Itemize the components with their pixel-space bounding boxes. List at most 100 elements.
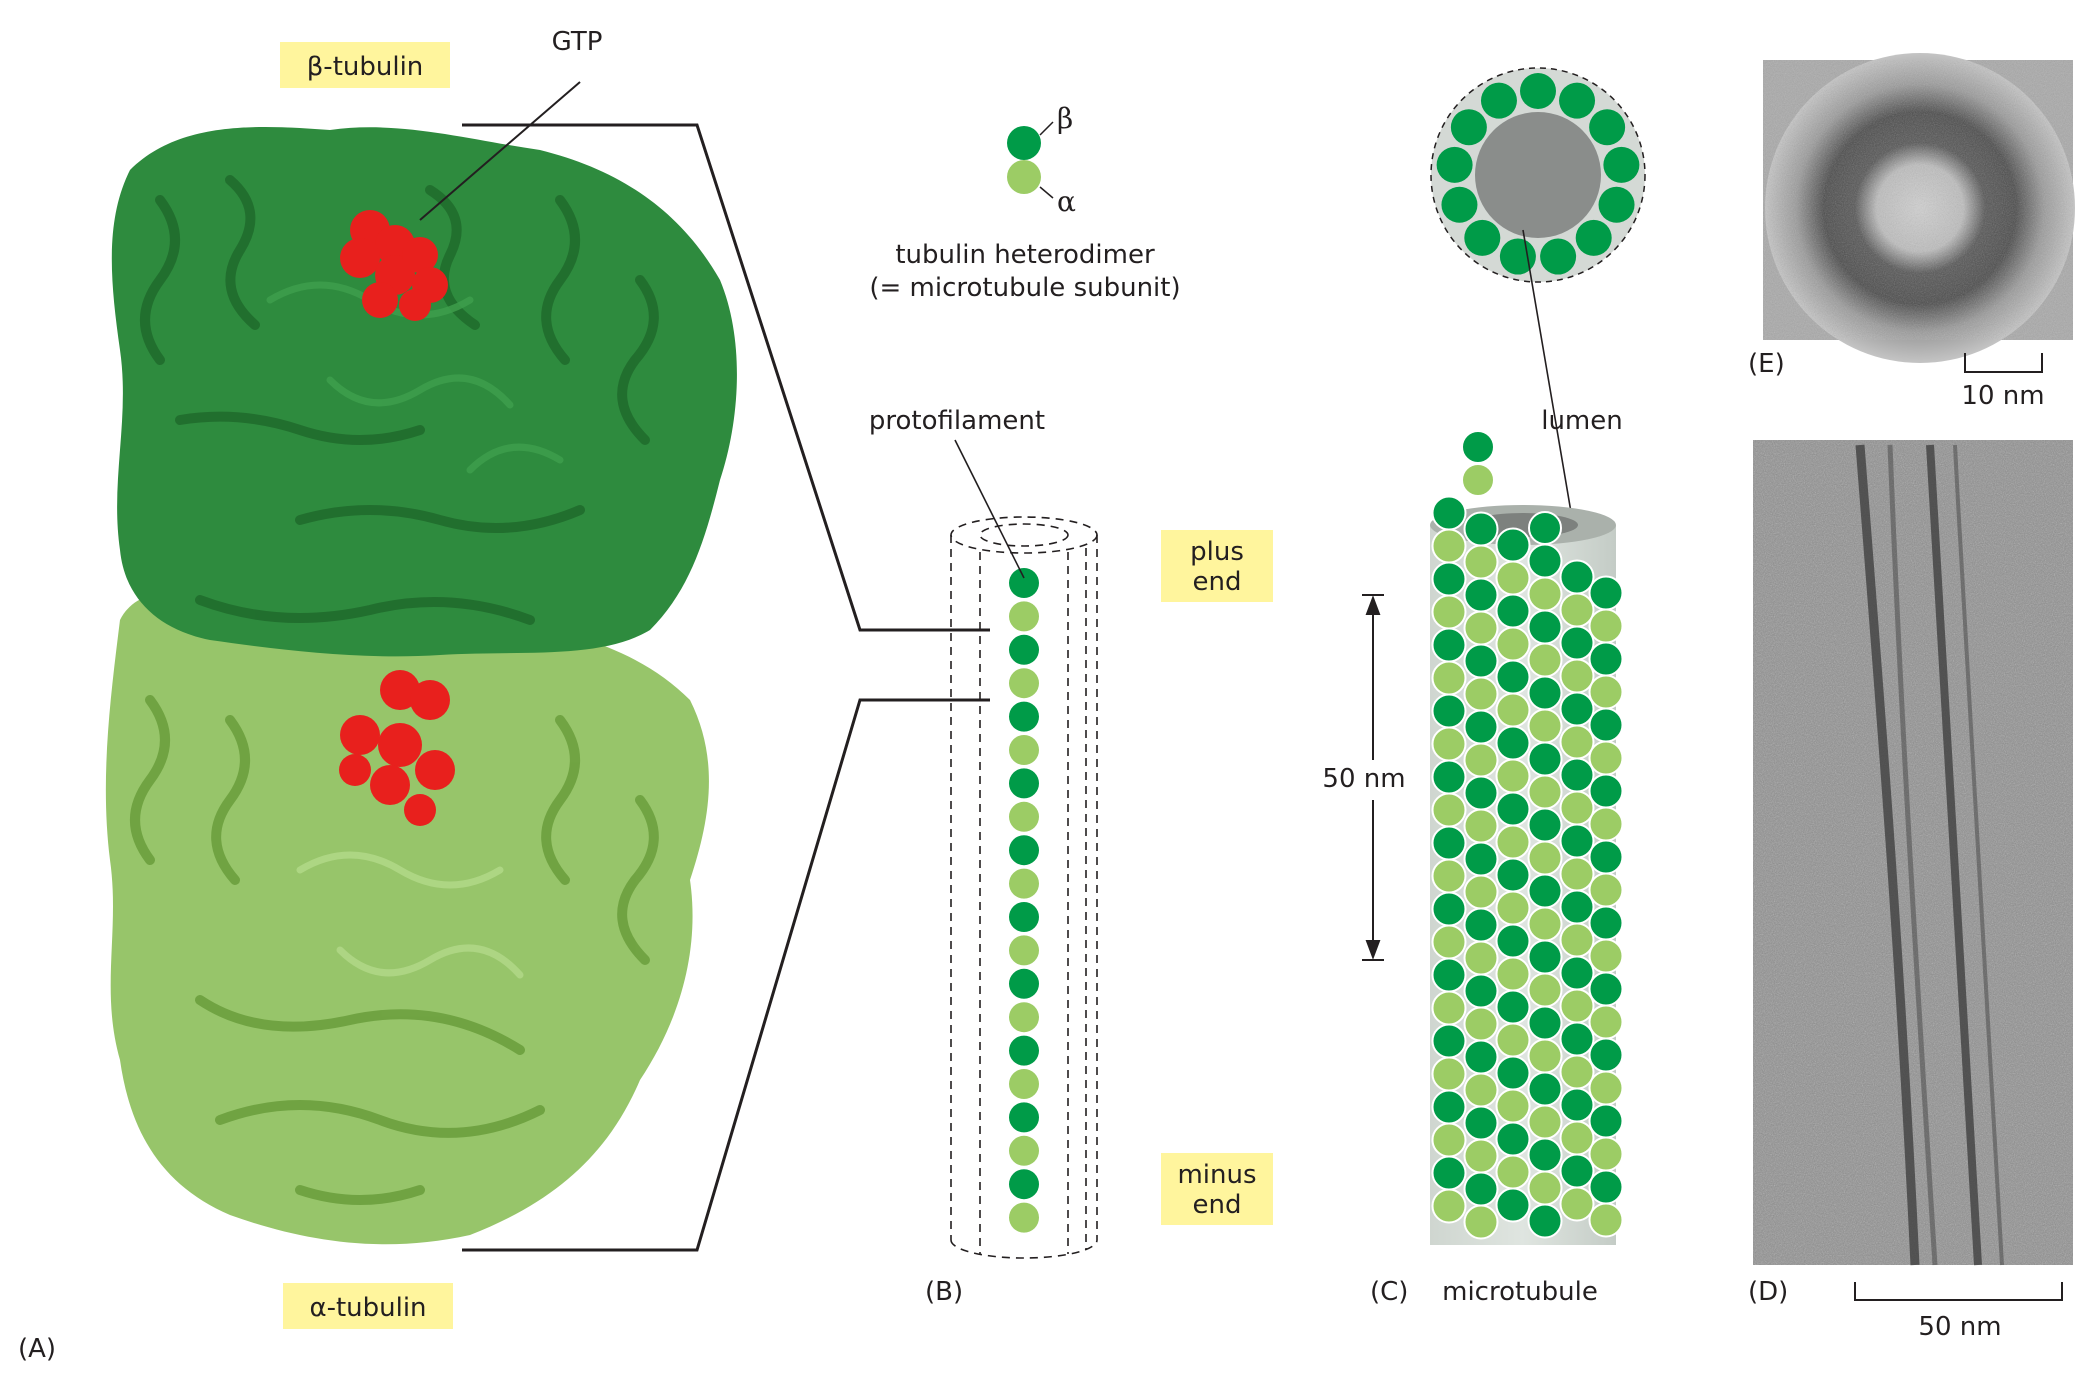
em-cross-section-micrograph [1763, 53, 2075, 363]
alpha-subunit [1527, 774, 1563, 810]
beta-subunit [1559, 889, 1595, 925]
panel-c-label: (C) [1370, 1277, 1408, 1307]
beta-subunit [1495, 989, 1531, 1025]
heterodimer-label-line2: (= microtubule subunit) [869, 273, 1180, 303]
alpha-subunit [1495, 890, 1531, 926]
scale-label-10nm: 10 nm [1961, 381, 2044, 411]
alpha-subunit [1559, 1054, 1595, 1090]
alpha-subunit [1009, 935, 1039, 966]
alpha-subunit [1588, 938, 1624, 974]
alpha-subunit [1559, 1120, 1595, 1156]
beta-subunit [1463, 1105, 1499, 1141]
plus-end-label-bg [1161, 530, 1273, 602]
lumen-label: lumen [1541, 406, 1623, 436]
beta-subunit [1495, 527, 1531, 563]
beta-subunit [1009, 902, 1039, 932]
alpha-subunit [1495, 1088, 1531, 1124]
beta-subunit [1463, 907, 1499, 943]
alpha-subunit [1495, 1154, 1531, 1190]
beta-tubulin-label-bg [280, 42, 450, 88]
beta-subunit [1463, 1171, 1499, 1207]
beta-subunit [1559, 1021, 1595, 1057]
alpha-subunit [1463, 1138, 1499, 1174]
beta-subunit [1495, 1121, 1531, 1157]
alpha-subunit [1588, 674, 1624, 710]
alpha-subunit [1588, 1070, 1624, 1106]
alpha-subunit [1009, 1202, 1039, 1233]
alpha-subunit [1527, 840, 1563, 876]
protofilament-tube-outline [950, 516, 1098, 1259]
beta-symbol: β [1057, 102, 1073, 135]
alpha-subunit [1559, 724, 1595, 760]
alpha-subunit [1559, 1186, 1595, 1222]
ring-subunit [1480, 82, 1517, 119]
ring-subunit [1499, 238, 1536, 275]
beta-subunit [1527, 1005, 1563, 1041]
alpha-subunit [1009, 601, 1039, 632]
beta-subunit [1431, 693, 1467, 729]
alpha-subunit [1431, 924, 1467, 960]
beta-subunit [1495, 857, 1531, 893]
ring-subunit [1603, 146, 1640, 183]
beta-subunit [1431, 561, 1467, 597]
microtubule-label: microtubule [1442, 1277, 1598, 1307]
beta-subunit [1431, 1023, 1467, 1059]
beta-subunit [1009, 701, 1039, 732]
microtubule-cross-section [1430, 67, 1646, 283]
beta-subunit [1588, 1103, 1624, 1139]
beta-subunit [1527, 873, 1563, 909]
beta-subunit [1527, 807, 1563, 843]
alpha-subunit [1559, 922, 1595, 958]
beta-subunit [1527, 1071, 1563, 1107]
ring-subunit [1450, 109, 1487, 146]
beta-subunit [1588, 1037, 1624, 1073]
beta-subunit [1495, 659, 1531, 695]
alpha-subunit [1588, 872, 1624, 908]
beta-subunit [1009, 768, 1039, 799]
alpha-subunit [1527, 642, 1563, 678]
beta-subunit [1588, 1169, 1624, 1205]
alpha-subunit [1588, 1202, 1624, 1238]
panel-d-label: (D) [1748, 1277, 1788, 1307]
alpha-subunit [1009, 1069, 1039, 1099]
alpha-subunit [1527, 1104, 1563, 1140]
gtp-molecule-alpha [339, 670, 455, 826]
beta-subunit [1009, 835, 1039, 866]
alpha-subunit [1559, 592, 1595, 628]
alpha-subunit [1009, 668, 1039, 699]
beta-subunit [1527, 675, 1563, 711]
alpha-subunit [1431, 1188, 1467, 1224]
alpha-subunit [1431, 858, 1467, 894]
beta-subunit [1009, 968, 1039, 999]
beta-subunit [1461, 430, 1495, 464]
ring-subunit [1575, 219, 1612, 256]
beta-subunit [1559, 625, 1595, 661]
beta-subunit [1559, 1153, 1595, 1189]
beta-subunit [1009, 1102, 1039, 1133]
alpha-subunit [1588, 806, 1624, 842]
beta-subunit [1463, 973, 1499, 1009]
alpha-subunit [1461, 463, 1495, 497]
gtp-label: GTP [552, 27, 603, 57]
alpha-subunit [1527, 972, 1563, 1008]
beta-subunit [1431, 825, 1467, 861]
alpha-subunit [1559, 988, 1595, 1024]
beta-subunit [1559, 691, 1595, 727]
alpha-subunit [1588, 1004, 1624, 1040]
length-marker-50nm [1362, 594, 1384, 961]
beta-subunit [1495, 791, 1531, 827]
plus-end-label-line2: end [1193, 567, 1242, 597]
beta-subunit [1463, 775, 1499, 811]
ring-subunit [1598, 186, 1635, 223]
alpha-subunit [1463, 742, 1499, 778]
beta-subunit [1431, 891, 1467, 927]
alpha-subunit [1009, 1002, 1039, 1033]
alpha-tubulin-label-bg [283, 1283, 453, 1329]
beta-subunit [1431, 495, 1467, 531]
dimer-bracket-lines [462, 123, 990, 1252]
heterodimer-icon [1007, 121, 1054, 199]
alpha-subunit [1495, 692, 1531, 728]
beta-subunit [1528, 511, 1562, 545]
beta-subunit [1463, 643, 1499, 679]
alpha-subunit [1527, 1038, 1563, 1074]
